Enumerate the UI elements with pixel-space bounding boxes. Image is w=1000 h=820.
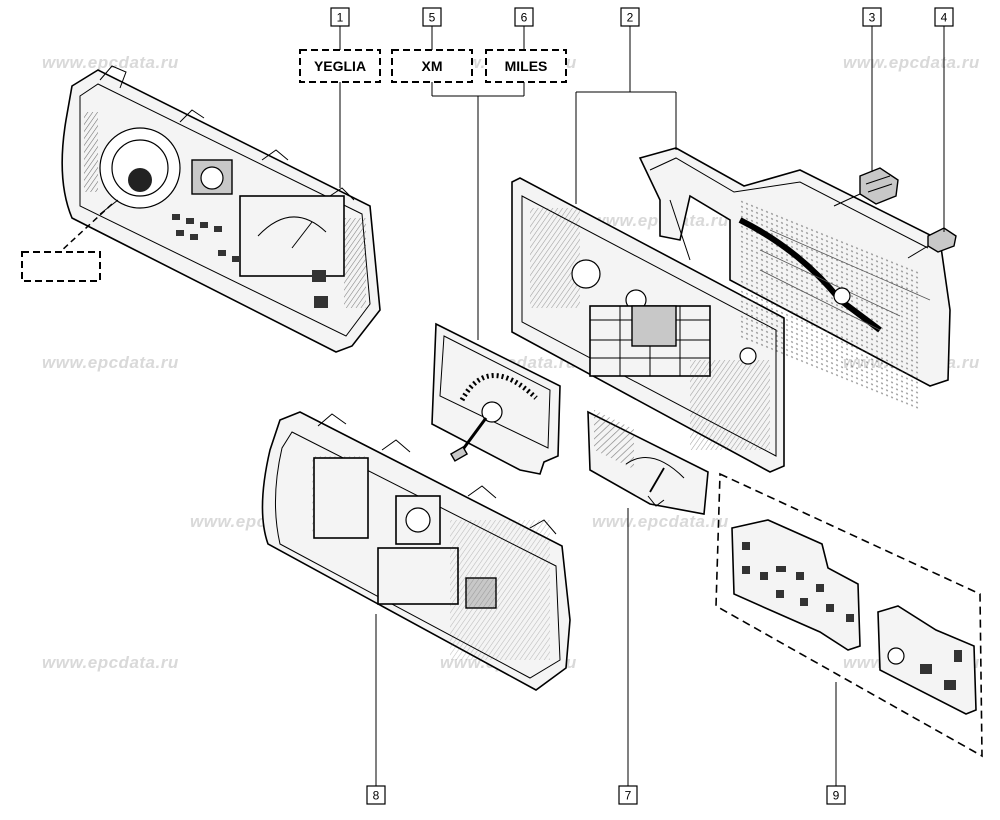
- callout-number: 7: [625, 789, 632, 803]
- printed-circuit: [638, 147, 951, 412]
- watermark-text: www.epcdata.ru: [42, 353, 179, 372]
- variant-label: MILES: [505, 58, 548, 74]
- variant-label: YEGLIA: [314, 58, 366, 74]
- callout-3: 3: [862, 7, 882, 27]
- callout-4: 4: [934, 7, 954, 27]
- variant-box-xm: XM: [391, 49, 473, 83]
- callout-number: 1: [337, 11, 344, 25]
- dashed-leader: [59, 203, 113, 253]
- front-bezel-8: [261, 411, 571, 691]
- variant-label: XM: [422, 58, 443, 74]
- variant-box-empty: [21, 251, 101, 282]
- callout-2: 2: [620, 7, 640, 27]
- cluster-housing: [511, 177, 785, 473]
- callout-number: 3: [869, 11, 876, 25]
- group-9-dashed-frame: [715, 472, 983, 758]
- callout-5: 5: [422, 7, 442, 27]
- bulb-holder-3: [833, 167, 899, 207]
- watermark-text: www.epcdata.ru: [592, 512, 729, 531]
- variant-box-miles: MILES: [485, 49, 567, 83]
- callout-number: 6: [521, 11, 528, 25]
- callout-6: 6: [514, 7, 534, 27]
- warning-light-mask-b: [877, 605, 977, 715]
- callout-number: 5: [429, 11, 436, 25]
- watermark-text: www.epcdata.ru: [843, 53, 980, 72]
- callout-1: 1: [330, 7, 350, 27]
- variant-box-yeglia: YEGLIA: [299, 49, 381, 83]
- assembled-instrument-cluster: [61, 65, 381, 353]
- speedometer-dial: [431, 322, 561, 475]
- warning-light-mask-a: [731, 519, 861, 651]
- callout-8: 8: [366, 785, 386, 805]
- watermark-text: www.epcdata.ru: [42, 653, 179, 672]
- callout-7: 7: [618, 785, 638, 805]
- watermark-text: www.epcdata.ru: [42, 53, 179, 72]
- auxiliary-gauge-7: [587, 409, 709, 515]
- callout-number: 4: [941, 11, 948, 25]
- callout-number: 8: [373, 789, 380, 803]
- leader-lines: [339, 26, 945, 786]
- callout-number: 9: [833, 789, 840, 803]
- callout-number: 2: [627, 11, 634, 25]
- callout-9: 9: [826, 785, 846, 805]
